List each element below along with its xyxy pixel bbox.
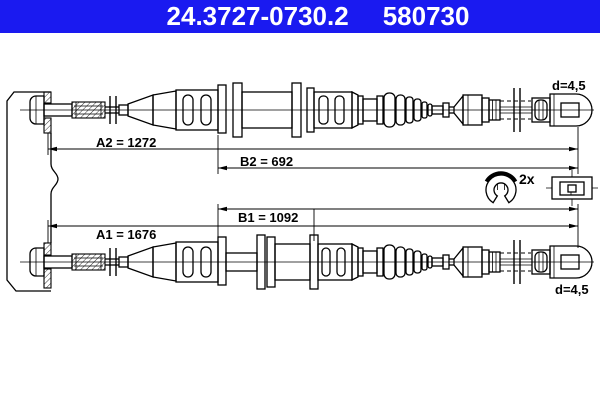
bottom-cable-drawing [29, 234, 593, 290]
dimension-lines-top [47, 127, 579, 174]
clip-quantity-label: 2x [519, 171, 535, 187]
dim-label-a2: A2 = 1272 [96, 135, 157, 150]
grommet-icon [546, 170, 598, 206]
header-bar: 24.3727-0730.2 580730 [0, 0, 600, 33]
dim-label-a1: A1 = 1676 [96, 227, 157, 242]
end-diameter-label-top: d=4,5 [552, 78, 586, 93]
end-diameter-label-bottom: d=4,5 [555, 282, 589, 297]
dimension-lines-bottom [47, 204, 579, 248]
part-number: 24.3727-0730.2 [166, 1, 349, 31]
dim-label-b2: B2 = 692 [240, 154, 294, 169]
dim-label-b1: B1 = 1092 [238, 210, 299, 225]
top-cable-drawing [29, 82, 593, 138]
e-clip-icon [484, 171, 518, 204]
catalog-number: 580730 [382, 1, 470, 31]
mounting-panel [6, 91, 59, 292]
